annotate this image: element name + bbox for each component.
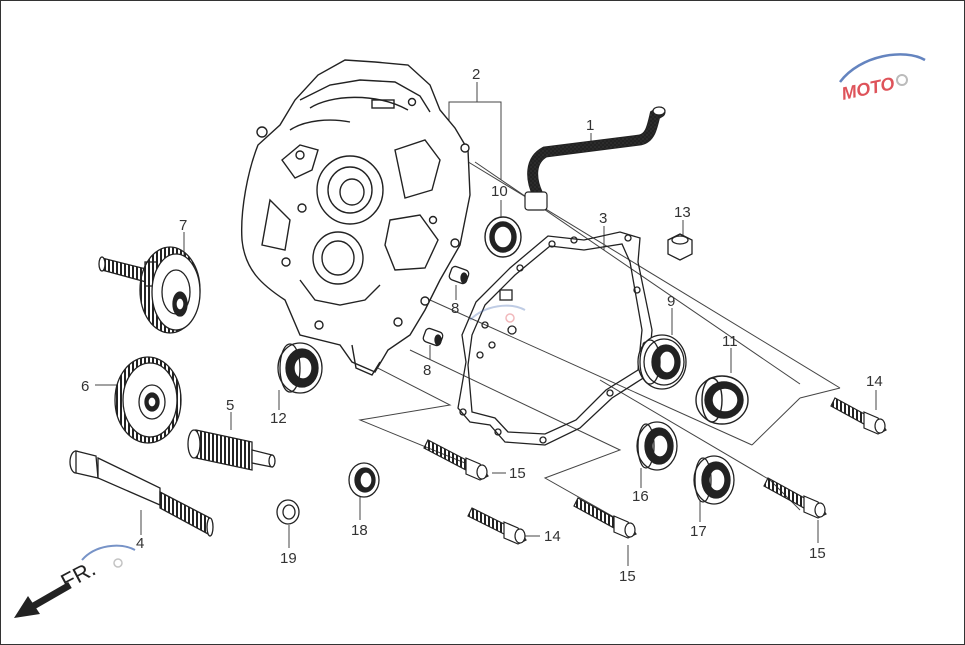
callout-17: 17	[690, 523, 707, 540]
gasket-3	[457, 231, 653, 446]
callout-13: 13	[674, 204, 691, 221]
transmission-case	[240, 59, 471, 376]
callout-16: 16	[632, 488, 649, 505]
washer-19	[276, 499, 300, 525]
drive-gear-shaft-7	[98, 246, 201, 334]
oil-seal-10	[484, 216, 522, 258]
main-shaft-4	[69, 450, 214, 537]
leader-2-bracket	[448, 101, 502, 180]
callout-19: 19	[280, 550, 297, 567]
bearing-17	[693, 455, 735, 505]
alignment-line-3	[409, 349, 629, 526]
watermark-logo-bottom-left	[81, 544, 136, 568]
gear-6	[114, 356, 182, 444]
bearing-12	[277, 342, 323, 394]
bolt-15-bottom	[573, 497, 637, 539]
callout-3: 3	[599, 210, 607, 227]
callout-1: 1	[586, 117, 594, 134]
pinion-5	[187, 429, 276, 471]
bearing-9	[637, 334, 687, 390]
callout-14-right: 14	[866, 373, 883, 390]
callout-15-mid: 15	[509, 465, 526, 482]
callout-14-bottom: 14	[544, 528, 561, 545]
callout-11: 11	[722, 333, 738, 350]
bolt-15-mid	[423, 439, 489, 481]
breather-hose	[524, 106, 666, 211]
callout-5: 5	[226, 397, 234, 414]
callout-12: 12	[270, 410, 287, 427]
callout-15-right: 15	[809, 545, 826, 562]
callout-10: 10	[491, 183, 508, 200]
oil-seal-11	[695, 375, 749, 425]
callout-8-upper: 8	[451, 300, 459, 317]
callout-15-bottom: 15	[619, 568, 636, 585]
callout-4: 4	[136, 535, 144, 552]
callout-18: 18	[351, 522, 368, 539]
arrow-down-left-icon	[14, 581, 72, 618]
bolt-14-right	[830, 397, 887, 435]
alignment-line-2	[358, 359, 483, 471]
callout-8-lower: 8	[423, 362, 431, 379]
bolt-14-bottom	[467, 507, 527, 545]
callout-6: 6	[81, 378, 89, 395]
bearing-16	[636, 421, 678, 471]
oil-seal-18	[348, 462, 380, 498]
callout-9: 9	[667, 293, 675, 310]
callout-7: 7	[179, 217, 187, 234]
nut-13	[667, 233, 693, 261]
callout-labels: 1 2 3 4 5 6 7 8 8 9 10 11 12 13 14 14 15…	[81, 66, 883, 585]
dowel-pins-8	[422, 265, 470, 347]
watermark-logo-center	[469, 304, 526, 323]
bolt-15-right	[763, 477, 827, 519]
callout-2: 2	[472, 66, 480, 83]
